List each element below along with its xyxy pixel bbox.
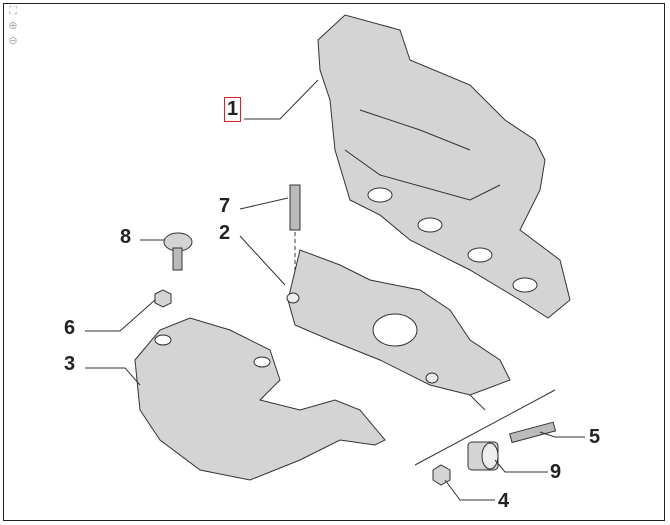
callout-3[interactable]: 3 (64, 353, 76, 375)
zoom-in-icon[interactable]: ⊕ (8, 20, 18, 32)
part-8-bolt (163, 232, 193, 271)
part-6-nut (154, 289, 172, 308)
part-5-stud (509, 421, 557, 444)
part-9-spacer (467, 441, 499, 471)
callout-9[interactable]: 9 (550, 461, 562, 483)
callout-2[interactable]: 2 (219, 222, 231, 244)
part-3-heat-shield (134, 317, 386, 481)
part-1-heat-shield (317, 14, 571, 319)
callout-5[interactable]: 5 (589, 426, 601, 448)
diagram-frame (3, 3, 665, 521)
callout-6[interactable]: 6 (64, 317, 76, 339)
callout-8[interactable]: 8 (120, 226, 132, 248)
zoom-out-icon[interactable]: ⊖ (8, 35, 18, 47)
fit-page-icon[interactable]: ⛶ (9, 5, 17, 17)
view-toolbar: ⛶ ⊕ ⊖ (6, 5, 22, 50)
callout-4[interactable]: 4 (498, 490, 510, 512)
callout-7[interactable]: 7 (219, 195, 231, 217)
callout-1[interactable]: 1 (223, 97, 242, 122)
part-4-nut (432, 464, 451, 486)
part-7-stud (289, 184, 301, 231)
